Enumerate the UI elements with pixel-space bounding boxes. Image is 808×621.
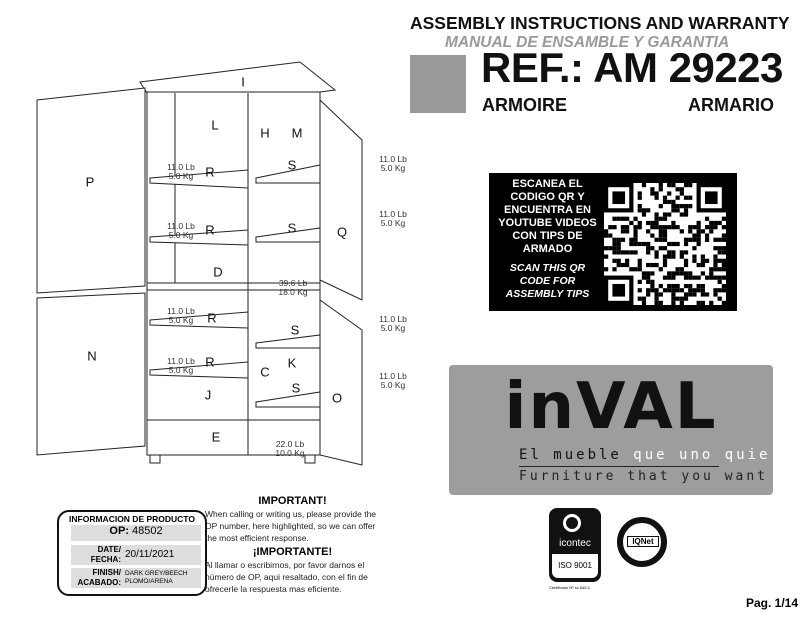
product-info-box: INFORMACION DE PRODUCTO OP: 48502 DATE/F…	[57, 510, 207, 596]
part-label: D	[213, 264, 223, 280]
part-label: Q	[336, 224, 348, 240]
part-label: O	[331, 390, 343, 406]
reference-number: REF.: AM 29223	[481, 44, 783, 91]
tagline-es: El mueble que uno quiere	[519, 447, 794, 463]
cert-number: Certificado Nº sc 640-1	[549, 585, 591, 590]
iqnet-logo: IQNet	[617, 517, 667, 567]
title-en: ASSEMBLY INSTRUCTIONS AND WARRANTY	[410, 13, 790, 33]
op-number: 48502	[132, 525, 163, 537]
page-number: Pag. 1/14	[746, 596, 799, 610]
qr-text-es: ESCANEA EL CODIGO QR Y ENCUENTRA EN YOUT…	[498, 178, 597, 255]
tagline-en: Furniture that you want	[519, 469, 769, 484]
part-label: N	[87, 348, 97, 364]
part-label: S	[290, 322, 300, 338]
part-label: R	[205, 164, 215, 180]
part-label: R	[205, 222, 215, 238]
part-label: K	[287, 355, 297, 371]
important-title-en: IMPORTANT!	[258, 495, 327, 507]
part-label: L	[211, 117, 219, 133]
important-text-en: When calling or writing us, please provi…	[205, 509, 377, 543]
product-name-en: ARMOIRE	[482, 95, 567, 115]
color-swatch	[410, 55, 466, 113]
part-label: P	[85, 174, 95, 190]
icontec-logo: icontec ISO 9001	[549, 508, 601, 582]
part-label: R	[205, 354, 215, 370]
inval-logo: inVAL	[504, 370, 718, 444]
part-label: I	[241, 74, 245, 90]
brand-banner: inVAL El mueble que uno quiere Furniture…	[449, 365, 790, 495]
part-label: S	[287, 220, 297, 236]
part-label: C	[260, 364, 270, 380]
part-label: J	[204, 387, 212, 403]
part-label: M	[291, 125, 303, 141]
armoire-diagram	[36, 61, 363, 466]
title-es: MANUAL DE ENSAMBLE Y GARANTIA	[445, 34, 730, 51]
product-name-es: ARMARIO	[688, 95, 774, 115]
important-text-es: Al llamar o escribirnos, por favor darno…	[205, 560, 368, 594]
qr-code[interactable]	[604, 183, 726, 305]
part-label: S	[287, 157, 297, 173]
part-label: S	[291, 380, 301, 396]
part-label: E	[211, 429, 221, 445]
important-title-es: ¡IMPORTANTE!	[252, 546, 333, 558]
tagline-divider	[519, 466, 719, 467]
part-label: R	[207, 310, 217, 326]
qr-text-en: SCAN THIS QR CODE FOR ASSEMBLY TIPS	[505, 262, 590, 300]
part-label: H	[260, 125, 270, 141]
